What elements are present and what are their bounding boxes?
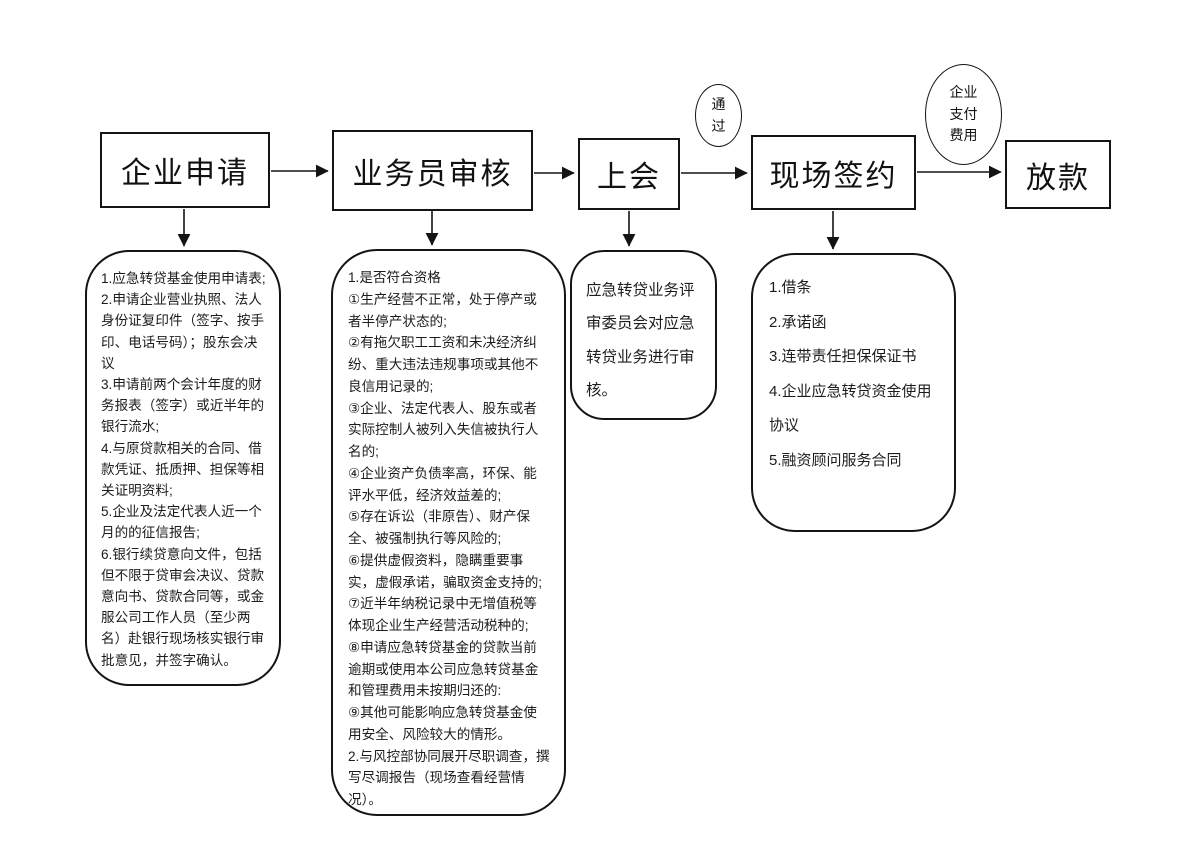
stage-label: 现场签约 — [769, 159, 898, 193]
stage-box-loan-disbursement: 放款 — [1005, 140, 1111, 209]
stage-label: 上会 — [597, 161, 661, 194]
stage-box-salesperson-review: 业务员审核 — [332, 130, 533, 211]
detail-text: 1.是否符合资格 ①生产经营不正常，处于停产或者半停产状态的; ②有拖欠职工工资… — [348, 270, 550, 807]
detail-box-review-criteria: 1.是否符合资格 ①生产经营不正常，处于停产或者半停产状态的; ②有拖欠职工工资… — [331, 249, 566, 816]
stage-label: 业务员审核 — [352, 157, 513, 191]
connector-pass-label: 通过 — [711, 95, 726, 134]
stage-box-enterprise-apply: 企业申请 — [100, 132, 270, 208]
detail-text: 应急转贷业务评审委员会对应急转贷业务进行审核。 — [586, 282, 695, 399]
detail-text: 1.应急转贷基金使用申请表; 2.申请企业营业执照、法人身份证复印件（签字、按手… — [101, 271, 266, 668]
connector-fee-ellipse: 企业支付费用 — [925, 64, 1002, 165]
stage-box-committee-meeting: 上会 — [578, 138, 680, 210]
detail-box-signing-documents: 1.借条 2.承诺函 3.连带责任担保保证书 4.企业应急转贷资金使用协议 5.… — [751, 253, 956, 532]
stage-label: 放款 — [1026, 161, 1090, 195]
detail-text: 1.借条 2.承诺函 3.连带责任担保保证书 4.企业应急转贷资金使用协议 5.… — [769, 279, 932, 469]
detail-box-application-materials: 1.应急转贷基金使用申请表; 2.申请企业营业执照、法人身份证复印件（签字、按手… — [85, 250, 281, 686]
stage-box-onsite-signing: 现场签约 — [751, 135, 916, 210]
detail-box-committee-review: 应急转贷业务评审委员会对应急转贷业务进行审核。 — [570, 250, 717, 420]
stage-label: 企业申请 — [121, 157, 249, 190]
connector-pass-ellipse: 通过 — [695, 84, 742, 147]
connector-fee-label: 企业支付费用 — [949, 83, 978, 144]
